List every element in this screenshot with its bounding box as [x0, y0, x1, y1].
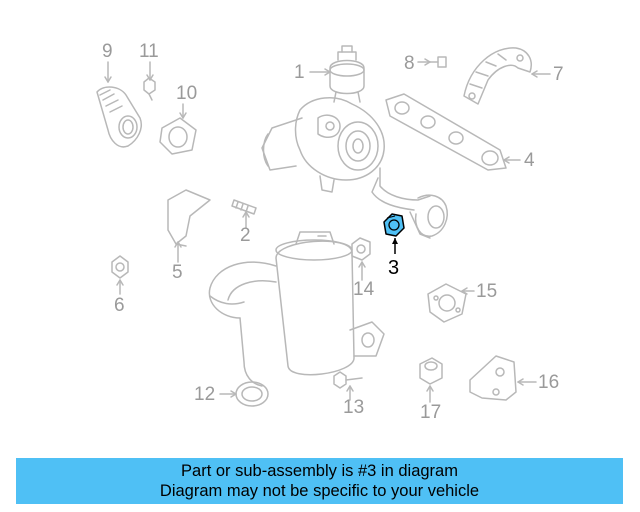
info-banner: Part or sub-assembly is #3 in diagram Di…	[16, 458, 623, 504]
part-7-heatshield	[463, 47, 532, 105]
part-5-bracket	[167, 189, 211, 247]
callout-10[interactable]: 10	[176, 83, 198, 104]
part-15-flange	[427, 283, 467, 323]
part-13-bolt	[333, 371, 363, 389]
callout-3-highlighted[interactable]: 3	[388, 257, 400, 279]
part-4-gasket	[385, 93, 507, 171]
callout-17[interactable]: 17	[420, 402, 442, 423]
callout-1[interactable]: 1	[294, 62, 305, 83]
part-9-hose	[96, 86, 142, 148]
part-3-highlighted[interactable]	[383, 213, 405, 254]
parts-diagram	[96, 45, 551, 407]
callout-6[interactable]: 6	[114, 295, 125, 316]
callout-12[interactable]: 12	[194, 384, 216, 405]
turbo-assembly	[261, 97, 448, 239]
part-2-stud	[231, 199, 257, 215]
callout-5[interactable]: 5	[172, 262, 183, 283]
callout-7[interactable]: 7	[553, 64, 564, 85]
callout-15[interactable]: 15	[476, 281, 498, 302]
callout-4[interactable]: 4	[524, 150, 535, 171]
catalytic-converter	[208, 231, 385, 407]
callout-8[interactable]: 8	[404, 53, 415, 74]
part-17-sleeve	[419, 357, 443, 385]
part-10-flange	[159, 117, 197, 155]
part-6-nut	[111, 255, 129, 279]
callout-16[interactable]: 16	[538, 372, 560, 393]
banner-line-1: Part or sub-assembly is #3 in diagram	[181, 462, 458, 480]
part-14-nut	[351, 237, 371, 261]
part-11-bolt	[143, 77, 156, 101]
callout-13[interactable]: 13	[343, 397, 365, 418]
callout-11[interactable]: 11	[139, 41, 159, 62]
part-1-valve	[329, 45, 365, 103]
callout-2[interactable]: 2	[240, 225, 251, 246]
banner-line-2: Diagram may not be specific to your vehi…	[159, 482, 480, 500]
part-8-bolt	[429, 56, 447, 68]
callout-14[interactable]: 14	[353, 279, 375, 300]
part-16-bracket	[469, 355, 517, 401]
leader-lines	[104, 58, 551, 403]
callout-9[interactable]: 9	[102, 41, 113, 62]
